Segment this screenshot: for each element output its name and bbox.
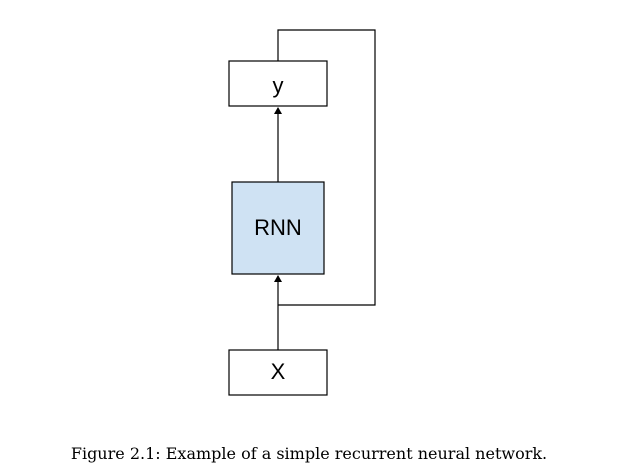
rnn-node	[231, 181, 325, 275]
recurrent-feedback-loop	[277, 29, 376, 306]
figure-caption: Figure 2.1: Example of a simple recurren…	[70, 444, 548, 463]
output-node	[228, 60, 328, 107]
output-node-label: y	[273, 73, 284, 98]
input-node-label: X	[271, 359, 286, 384]
rnn-node-label: RNN	[254, 215, 302, 240]
